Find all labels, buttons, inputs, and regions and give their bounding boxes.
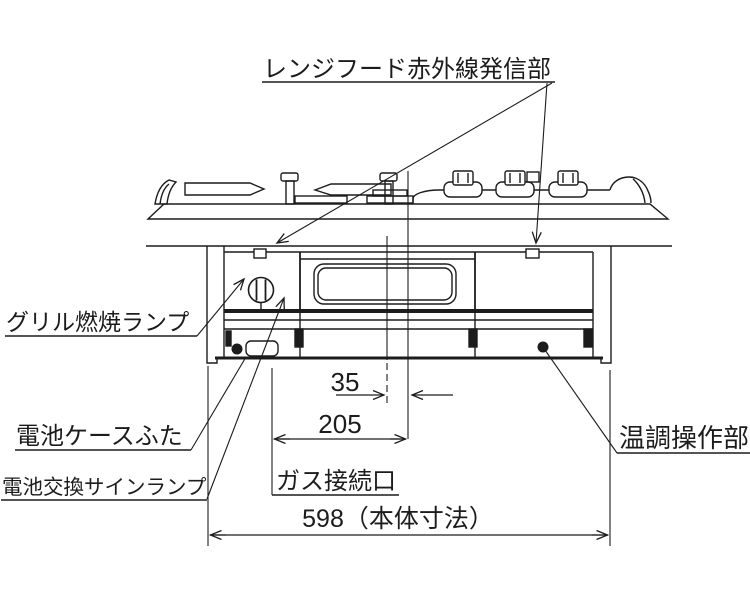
dim598-value: 598（本体寸法）: [302, 505, 494, 533]
leader-battery-case-lid: [190, 356, 247, 451]
battery-case-lid-shape: [245, 340, 279, 357]
knob2-cap-lines: [509, 173, 521, 183]
trivet-base-ledge: [294, 195, 348, 204]
knob2-cap: [504, 170, 526, 186]
trivet-blade-left: [184, 182, 266, 196]
body-right-wall: [600, 246, 612, 364]
knob2-tab: [526, 171, 540, 183]
right-end-cap: [609, 176, 652, 204]
trivet-post2-stem: [384, 180, 394, 205]
front-body: [206, 246, 612, 364]
battery-case-dial-slots: [255, 279, 267, 301]
leader-range-hood-left: [275, 82, 553, 244]
knob3-cap: [557, 170, 579, 186]
grill-window-outer: [313, 263, 457, 305]
battery-case-dial: [247, 276, 275, 304]
ir-emitter-left: [253, 248, 267, 259]
label-battery-change-lamp: 電池交換サインランプ: [2, 476, 207, 499]
dim205-value: 205: [318, 409, 361, 439]
trivet-foot-inner: [159, 183, 170, 205]
label-gas-connection: ガス接続口: [276, 468, 396, 495]
grill-window-inner: [317, 267, 453, 301]
clip-4: [583, 328, 593, 348]
label-grill-burn-lamp: グリル燃焼ランプ: [6, 309, 189, 335]
trivet-foot: [154, 179, 178, 205]
body-left-wall: [206, 246, 218, 364]
leader-temp-control: [544, 349, 618, 454]
label-temp-control: 温調操作部: [619, 423, 749, 453]
clip-1: [225, 330, 232, 347]
ir-emitter-right: [525, 248, 540, 259]
battery-sign-lamp-dot: [231, 343, 243, 355]
knob1-cap: [452, 170, 474, 186]
centerlines: [386, 171, 409, 439]
clip-3: [468, 328, 478, 348]
trivet-post2-base-lower: [366, 195, 414, 204]
trivet-post1-stem: [285, 180, 295, 205]
cooktop-profile: [146, 170, 670, 220]
right-end-cap-inner: [632, 178, 646, 204]
label-battery-case-lid: 電池ケースふた: [16, 423, 183, 450]
leader-battery-change-lamp: [206, 296, 285, 500]
dimensions: 35 205 598（本体寸法）: [207, 366, 611, 546]
callouts: レンジフード赤外線発信部 グリル燃焼ランプ 電池ケースふた 電池交換サインランプ…: [1, 56, 750, 501]
label-range-hood-ir: レンジフード赤外線発信部: [263, 56, 551, 83]
clip-2: [294, 328, 304, 348]
dim35-value: 35: [331, 367, 360, 397]
temp-control-dot: [537, 341, 549, 353]
knob3-cap-lines: [562, 173, 574, 183]
trivet-post1-cap: [280, 172, 299, 182]
top-plate: [146, 203, 670, 220]
leader-grill-burn-lamp: [196, 277, 246, 337]
leader-range-hood-right: [531, 82, 548, 245]
knob1-cap-lines: [457, 173, 469, 183]
burner-deck: [412, 189, 610, 203]
